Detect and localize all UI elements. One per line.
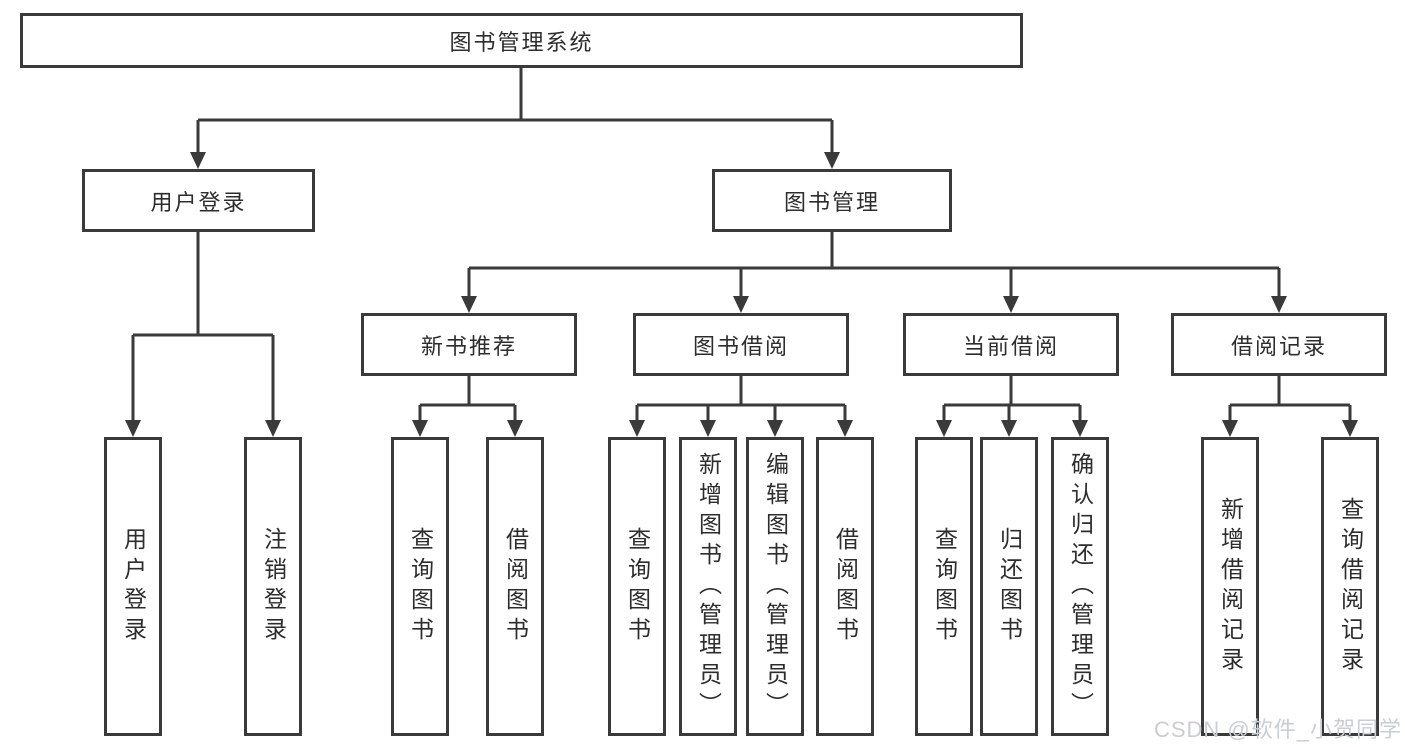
arrowhead-icon — [125, 420, 141, 437]
arrowhead-icon — [936, 420, 952, 437]
leaf-return-book: 归还图书 — [980, 437, 1038, 736]
leaf-query-books-current: 查询图书 — [915, 437, 973, 736]
watermark: CSDN @软件_小贺同学 — [1153, 717, 1402, 742]
arrowhead-icon — [824, 152, 840, 169]
leaf-edit-book-admin: 编辑图书（管理员） — [746, 437, 804, 736]
arrowhead-icon — [507, 420, 523, 437]
arrowhead-icon — [1003, 296, 1019, 313]
arrowhead-icon — [1222, 420, 1238, 437]
arrowhead-icon — [1072, 420, 1088, 437]
leaf-borrow-books: 借阅图书 — [816, 437, 874, 736]
leaf-borrow-books-recommend: 借阅图书 — [486, 437, 544, 736]
arrowhead-icon — [767, 420, 783, 437]
arrowhead-icon — [629, 420, 645, 437]
arrowhead-icon — [837, 420, 853, 437]
leaf-add-book-admin: 新增图书（管理员） — [679, 437, 737, 736]
leaf-confirm-return-admin: 确认归还（管理员） — [1051, 437, 1109, 736]
arrowhead-icon — [1342, 420, 1358, 437]
node-current-borrowing: 当前借阅 — [903, 313, 1119, 376]
arrowhead-icon — [1271, 296, 1287, 313]
node-book-management: 图书管理 — [712, 169, 952, 232]
node-new-book-recommendation: 新书推荐 — [361, 313, 577, 376]
arrowhead-icon — [412, 420, 428, 437]
arrowhead-icon — [733, 296, 749, 313]
leaf-query-borrow-record: 查询借阅记录 — [1321, 437, 1379, 736]
node-user-login: 用户登录 — [82, 169, 315, 232]
node-book-borrowing: 图书借阅 — [633, 313, 849, 376]
arrowhead-icon — [461, 296, 477, 313]
leaf-add-borrow-record: 新增借阅记录 — [1201, 437, 1259, 736]
leaf-logout: 注销登录 — [244, 437, 302, 736]
leaf-query-books-recommend: 查询图书 — [391, 437, 449, 736]
node-library-management-system: 图书管理系统 — [20, 13, 1023, 68]
leaf-query-books-borrow: 查询图书 — [608, 437, 666, 736]
arrowhead-icon — [265, 420, 281, 437]
arrowhead-icon — [1001, 420, 1017, 437]
leaf-user-login: 用户登录 — [104, 437, 162, 736]
node-borrowing-records: 借阅记录 — [1171, 313, 1387, 376]
arrowhead-icon — [700, 420, 716, 437]
arrowhead-icon — [190, 152, 206, 169]
